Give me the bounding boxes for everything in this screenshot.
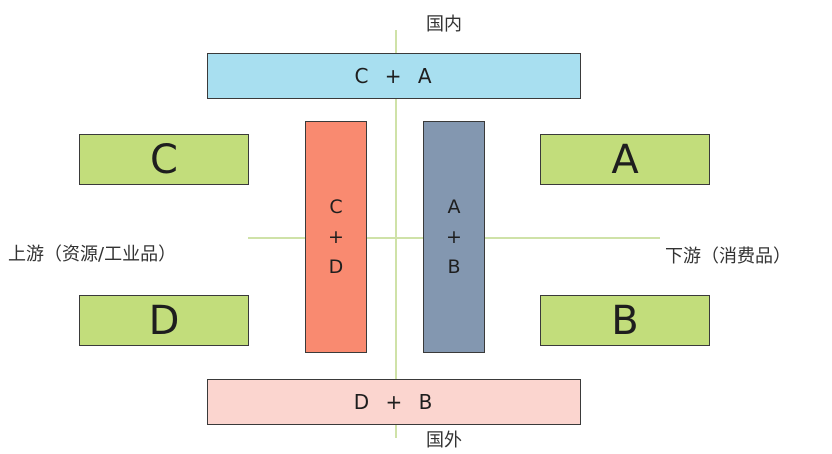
box-d: D <box>79 295 249 346</box>
box-c-plus-d-line-2: + <box>328 226 344 248</box>
box-a: A <box>540 134 710 185</box>
box-c-plus-d-label: C + D <box>328 192 344 282</box>
box-a-plus-b-line-3: B <box>447 256 461 278</box>
box-c-plus-d-line-3: D <box>328 256 344 278</box>
box-domestic-label: C + A <box>354 64 434 88</box>
axis-label-right: 下游（消费品） <box>665 246 791 267</box>
box-a-plus-b-label: A + B <box>446 192 462 282</box>
box-foreign-d-plus-b: D + B <box>207 379 581 425</box>
box-b: B <box>540 295 710 346</box>
box-a-label: A <box>611 136 639 183</box>
box-c-plus-d-line-1: C <box>329 196 343 218</box>
box-b-label: B <box>611 297 639 344</box>
axis-label-top: 国内 <box>426 14 462 35</box>
box-d-label: D <box>148 297 180 344</box>
box-a-plus-b: A + B <box>423 121 485 353</box>
box-c-label: C <box>150 136 178 183</box>
axis-label-bottom: 国外 <box>426 430 462 451</box>
box-a-plus-b-line-2: + <box>446 226 462 248</box>
box-c-plus-d: C + D <box>305 121 367 353</box>
box-a-plus-b-line-1: A <box>447 196 461 218</box>
box-c: C <box>79 134 249 185</box>
box-foreign-label: D + B <box>353 390 435 414</box>
box-domestic-c-plus-a: C + A <box>207 53 581 99</box>
vertical-axis <box>395 30 397 438</box>
axis-label-left: 上游（资源/工业品） <box>8 244 177 265</box>
